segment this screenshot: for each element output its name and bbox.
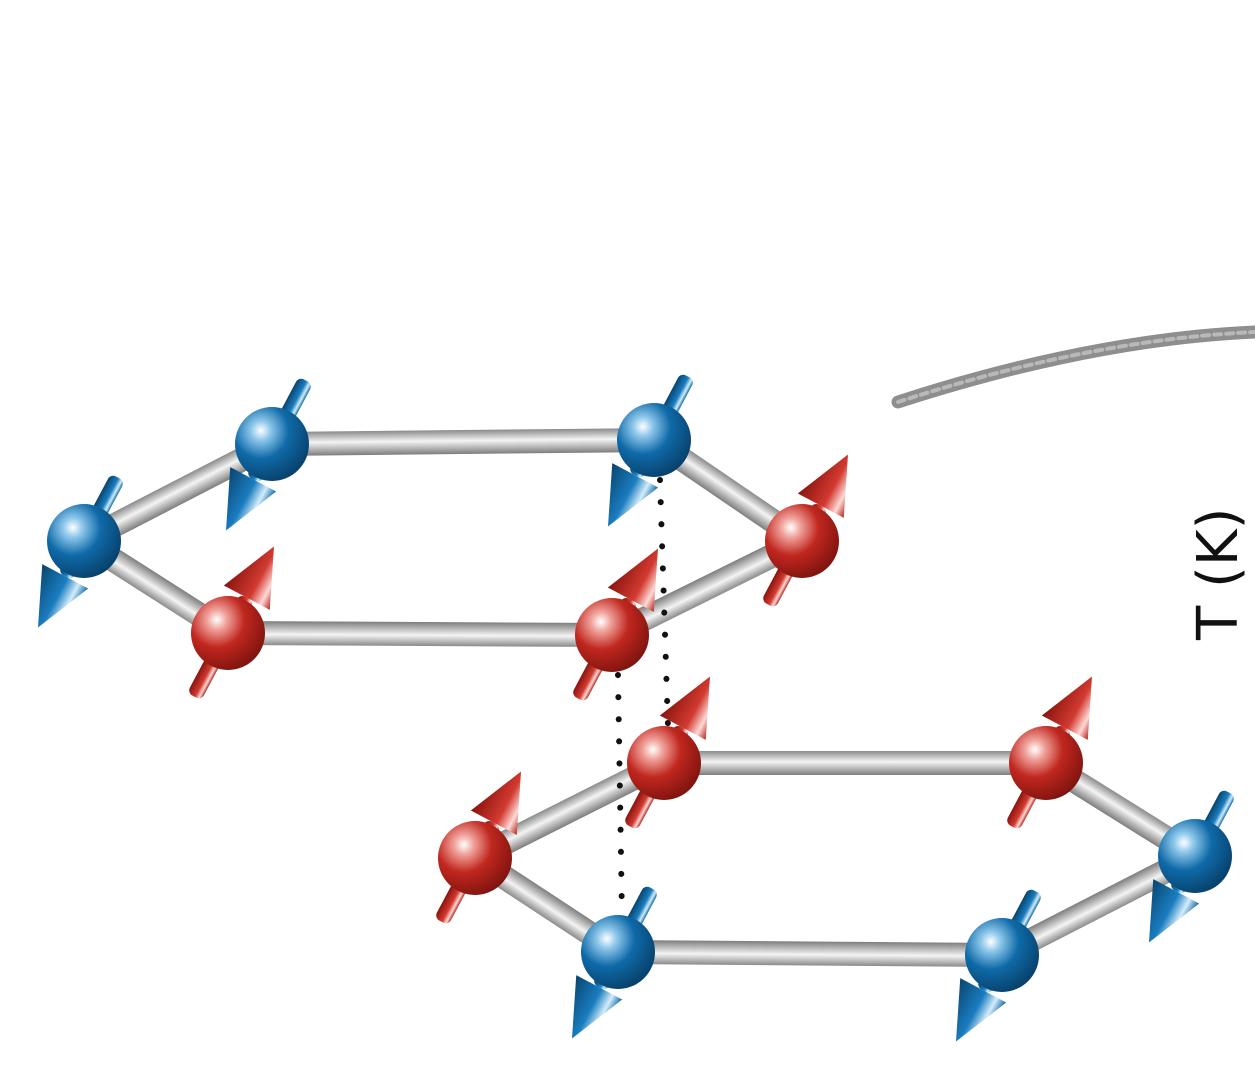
interlayer-link-u5-l5 <box>615 672 625 919</box>
bond-l2-l4 <box>1039 752 1202 867</box>
bond-l6-l5 <box>617 940 1003 967</box>
spin-down-atom-u3 <box>617 403 691 477</box>
spin-down-atom-l5 <box>581 915 655 989</box>
background-curve <box>891 325 1255 409</box>
spin-up-atom-u6 <box>191 596 265 670</box>
bond-l3-l1 <box>469 752 670 869</box>
spin-site-u4 <box>763 454 849 607</box>
spin-site-l4 <box>1148 790 1234 943</box>
spin-down-atom-l4 <box>1158 819 1232 893</box>
spin-site-u3 <box>607 374 693 527</box>
spin-site-l2 <box>1007 676 1093 829</box>
spin-down-atom-l6 <box>965 918 1039 992</box>
temperature-axis-label: T (K) <box>1186 507 1251 640</box>
spin-site-l6 <box>955 889 1041 1042</box>
interlayer-links <box>615 477 671 919</box>
spin-site-u5 <box>573 548 659 701</box>
bond-l4-l6 <box>996 845 1201 966</box>
lower-layer-bonds <box>468 751 1202 967</box>
background-curve-highlight <box>896 330 1255 404</box>
spin-site-l5 <box>571 886 657 1039</box>
upper-layer-sites <box>37 374 849 701</box>
bond-u6-u1 <box>77 530 235 644</box>
spin-site-u1 <box>37 475 123 628</box>
spin-up-atom-l3 <box>438 821 512 895</box>
spin-up-atom-u4 <box>765 504 839 578</box>
bond-u1-u2 <box>78 433 278 552</box>
spin-site-l1 <box>625 676 711 829</box>
spin-down-atom-u1 <box>47 504 121 578</box>
bond-l1-l2 <box>664 751 1046 775</box>
lower-layer-sites <box>436 676 1234 1042</box>
spin-up-atom-l1 <box>627 726 701 800</box>
bond-u2-u3 <box>271 428 655 456</box>
bond-l5-l3 <box>468 847 625 963</box>
spin-up-atom-l2 <box>1009 726 1083 800</box>
spin-down-atom-u2 <box>235 407 309 481</box>
bond-u4-u5 <box>606 530 808 646</box>
bond-u3-u4 <box>647 430 809 551</box>
bond-u5-u6 <box>227 621 613 647</box>
spin-site-l3 <box>436 771 522 924</box>
spin-site-u2 <box>225 378 311 531</box>
spin-site-u6 <box>189 546 275 699</box>
spin-up-atom-u5 <box>575 598 649 672</box>
upper-layer-bonds <box>77 428 809 647</box>
